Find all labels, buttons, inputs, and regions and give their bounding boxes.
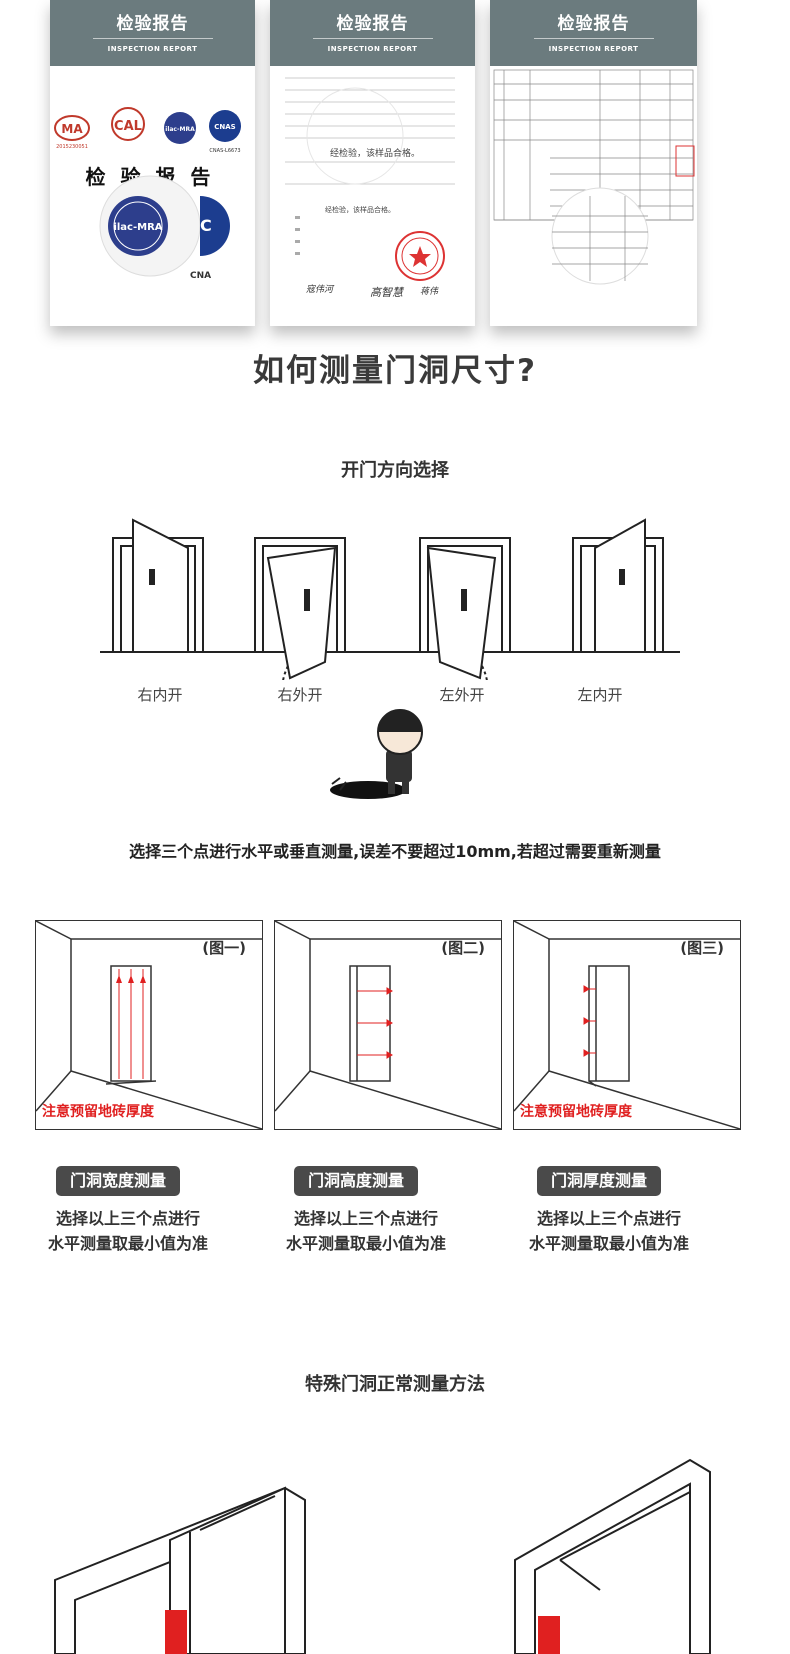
ma-logo-icon (54, 115, 90, 141)
door-left-outward-icon (419, 537, 511, 680)
signature: 蒋伟 (420, 286, 439, 297)
width-measure-badge: 门洞宽度测量 (56, 1166, 181, 1196)
desc-line: 选择以上三个点进行 (536, 1209, 681, 1228)
tile-thickness-note: 注意预留地砖厚度 (42, 1104, 154, 1120)
door-label-left-inward: 左内开 (577, 686, 623, 704)
signature: 高智慧 (370, 286, 405, 299)
header-divider (312, 38, 433, 39)
special-door-illustration (54, 1458, 711, 1654)
report-card-header: 检验报告 INSPECTION REPORT (490, 0, 697, 66)
person-illustration-icon (330, 709, 423, 799)
figure-label: (图三) (680, 939, 724, 957)
logo-caption: CNAS-L6673 (209, 148, 240, 154)
magnifier-circle-icon (306, 87, 404, 185)
report-1-body: MA 2015230051 CAL ilac-MRA CNAS CNAS-L66… (54, 107, 241, 281)
report-card-2: 检验报告 INSPECTION REPORT 经检验，该样品合格。 经检验，该样… (270, 0, 475, 326)
main-title: 如何测量门洞尺寸? (253, 353, 537, 389)
room-illustration-height (275, 921, 501, 1129)
report-card-header: 检验报告 INSPECTION REPORT (50, 0, 255, 66)
desc-line: 水平测量取最小值为准 (47, 1234, 208, 1253)
conclusion-text: 经检验，该样品合格。 (325, 205, 395, 214)
red-stamp-icon (675, 145, 695, 177)
header-divider (533, 38, 654, 39)
door-right-inward-icon (112, 518, 204, 653)
door-section-title: 开门方向选择 (341, 460, 449, 481)
report-title: 检验报告 (557, 14, 630, 34)
room-illustration-thickness (514, 921, 740, 1129)
conclusion-text: 经检验，该样品合格。 (330, 147, 420, 159)
red-highlight-icon (165, 1610, 187, 1654)
figure-label: (图一) (202, 939, 246, 957)
report-subtitle: INSPECTION REPORT (548, 45, 639, 53)
report-2-body: 经检验，该样品合格。 经检验，该样品合格。 寇伟河 高智慧 蒋伟 (285, 77, 455, 299)
desc-line: 选择以上三个点进行 (55, 1209, 200, 1228)
measure-panel-height: (图二) (274, 920, 502, 1130)
seal-caption: CNA (190, 271, 211, 281)
cnas-logo-icon (209, 110, 241, 142)
room-illustration-width (36, 921, 262, 1129)
signature: 寇伟河 (306, 284, 335, 295)
red-stamp-icon (395, 231, 445, 281)
report-subtitle: INSPECTION REPORT (327, 45, 418, 53)
seal-side: C (200, 216, 212, 235)
report-3-table (493, 69, 695, 285)
door-label-right-outward: 右外开 (277, 686, 323, 704)
door-left-inward-icon (572, 518, 664, 653)
figure-label: (图二) (441, 939, 485, 957)
logo-label: CNAS (214, 123, 235, 131)
magnifier-circle-icon (551, 187, 649, 285)
logo-label: MA (61, 122, 83, 136)
door-label-right-inward: 右内开 (137, 686, 183, 704)
tile-thickness-note: 注意预留地砖厚度 (520, 1104, 632, 1120)
ilac-seal-icon (108, 196, 168, 256)
logo-label: CAL (114, 119, 142, 134)
measure-panel-thickness: (图三) 注意预留地砖厚度 (513, 920, 741, 1130)
logo-caption: 2015230051 (56, 144, 88, 150)
desc-line: 选择以上三个点进行 (293, 1209, 438, 1228)
report-card-header: 检验报告 INSPECTION REPORT (270, 0, 475, 66)
header-divider (92, 38, 213, 39)
measure-panel-width: (图一) 注意预留地砖厚度 (35, 920, 263, 1130)
height-measure-desc: 选择以上三个点进行 水平测量取最小值为准 (251, 1206, 481, 1256)
report-title: 检验报告 (116, 14, 189, 34)
report-card-3: 检验报告 INSPECTION REPORT (490, 0, 697, 326)
report-title: 检验报告 (336, 14, 409, 34)
door-right-outward-icon (254, 537, 346, 680)
door-directions-illustration (100, 518, 680, 680)
measurement-instruction: 选择三个点进行水平或垂直测量,误差不要超过10mm,若超过需要重新测量 (129, 842, 661, 861)
thickness-measure-desc: 选择以上三个点进行 水平测量取最小值为准 (494, 1206, 724, 1256)
width-measure-desc: 选择以上三个点进行 水平测量取最小值为准 (13, 1206, 243, 1256)
ilac-logo-icon (164, 112, 196, 144)
cal-logo-icon (111, 107, 145, 141)
desc-line: 水平测量取最小值为准 (285, 1234, 446, 1253)
desc-line: 水平测量取最小值为准 (528, 1234, 689, 1253)
thickness-measure-badge: 门洞厚度测量 (537, 1166, 662, 1196)
red-highlight-icon (538, 1616, 560, 1654)
logo-label: ilac-MRA (165, 126, 195, 133)
seal-text: ilac-MRA (113, 222, 162, 233)
height-measure-badge: 门洞高度测量 (294, 1166, 419, 1196)
special-section-title: 特殊门洞正常测量方法 (305, 1374, 485, 1395)
report-card-1: 检验报告 INSPECTION REPORT MA 2015230051 CAL… (50, 0, 255, 326)
report-subtitle: INSPECTION REPORT (107, 45, 198, 53)
cnas-seal-icon (200, 196, 230, 256)
door-label-left-outward: 左外开 (439, 686, 485, 704)
